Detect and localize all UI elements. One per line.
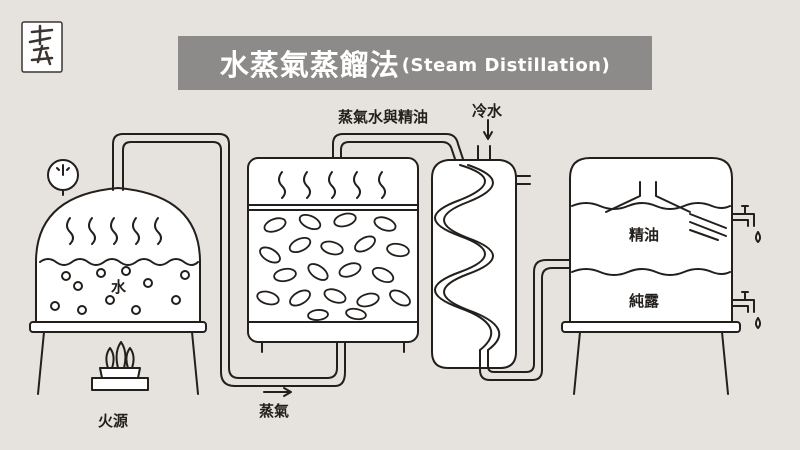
hydrosol-faucet-icon bbox=[731, 291, 761, 329]
boiler-vessel bbox=[29, 187, 207, 395]
label-steam-water-oil: 蒸氣水與精油 bbox=[338, 108, 429, 126]
oil-faucet-icon bbox=[731, 205, 761, 243]
vapor-pipe bbox=[332, 133, 465, 163]
condenser bbox=[431, 119, 579, 381]
plant-leaves bbox=[256, 212, 411, 321]
label-steam: 蒸氣 bbox=[259, 402, 290, 420]
page-subtitle: (Steam Distillation) bbox=[401, 54, 611, 76]
burner-icon bbox=[91, 341, 149, 391]
page-title: 水蒸氣蒸餾法 bbox=[219, 48, 400, 82]
label-essential-oil: 精油 bbox=[629, 226, 660, 244]
pressure-gauge-icon bbox=[47, 159, 79, 196]
plant-chamber bbox=[247, 157, 419, 353]
label-fire-source: 火源 bbox=[98, 412, 129, 430]
label-cold-water: 冷水 bbox=[472, 102, 503, 120]
steam-pipe bbox=[112, 133, 346, 397]
separator-vessel bbox=[561, 157, 741, 395]
label-hydrosol: 純露 bbox=[629, 292, 660, 310]
label-water: 水 bbox=[111, 278, 127, 296]
logo-stamp bbox=[21, 21, 63, 73]
title-banner: 水蒸氣蒸餾法 (Steam Distillation) bbox=[178, 36, 652, 90]
